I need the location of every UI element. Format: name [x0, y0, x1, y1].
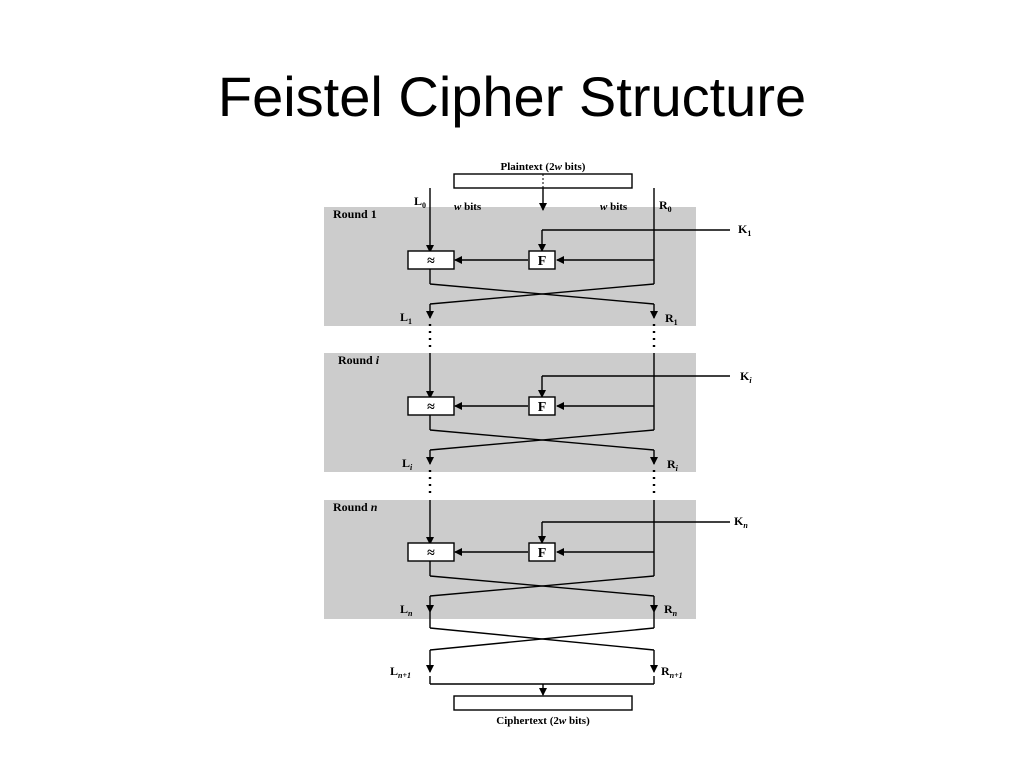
plaintext-label: Plaintext (2w bits) — [501, 161, 586, 173]
round-n-f-box — [528, 542, 556, 562]
l1-label: L1 — [400, 310, 412, 326]
round-1-f-box — [528, 250, 556, 270]
plaintext-box — [453, 173, 633, 189]
ln1-label: Ln+1 — [390, 664, 411, 680]
r1-label: R1 — [665, 311, 678, 327]
round-i-xor-symbol: ≈ — [427, 400, 435, 415]
w-bits-left-label: w bits — [454, 201, 482, 213]
round-i-f-label: F — [538, 400, 547, 415]
round-n-box — [324, 500, 696, 619]
r0-label: R0 — [659, 198, 672, 214]
key-i-label: Ki — [740, 369, 752, 385]
ln-label: Ln — [400, 602, 413, 618]
w-bits-right-label: w bits — [600, 201, 628, 213]
round-1-f-label: F — [538, 254, 547, 269]
round-n-label: Round n — [333, 500, 378, 514]
round-1-xor-symbol: ≈ — [427, 254, 435, 269]
ciphertext-label: Ciphertext (2w bits) — [496, 715, 590, 727]
round-n-f-label: F — [538, 546, 547, 561]
ri-label: Ri — [667, 457, 679, 473]
li-label: Li — [402, 456, 413, 472]
round-i-xor-box — [407, 396, 455, 416]
round-i-label: Round i — [338, 353, 380, 367]
round-1-label: Round 1 — [333, 207, 377, 221]
ciphertext-box — [453, 695, 633, 711]
rn1-label: Rn+1 — [661, 664, 683, 680]
round-i-box — [324, 353, 696, 472]
round-n-xor-box — [407, 542, 455, 562]
round-1-box — [324, 207, 696, 326]
round-i-f-box — [528, 396, 556, 416]
slide-title: Feistel Cipher Structure — [217, 65, 807, 128]
l0-label: L0 — [414, 194, 426, 210]
key-1-label: K1 — [738, 222, 751, 238]
key-n-label: Kn — [734, 514, 748, 530]
rn-label: Rn — [664, 602, 678, 618]
round-1-xor-box — [407, 250, 455, 270]
round-n-xor-symbol: ≈ — [427, 546, 435, 561]
